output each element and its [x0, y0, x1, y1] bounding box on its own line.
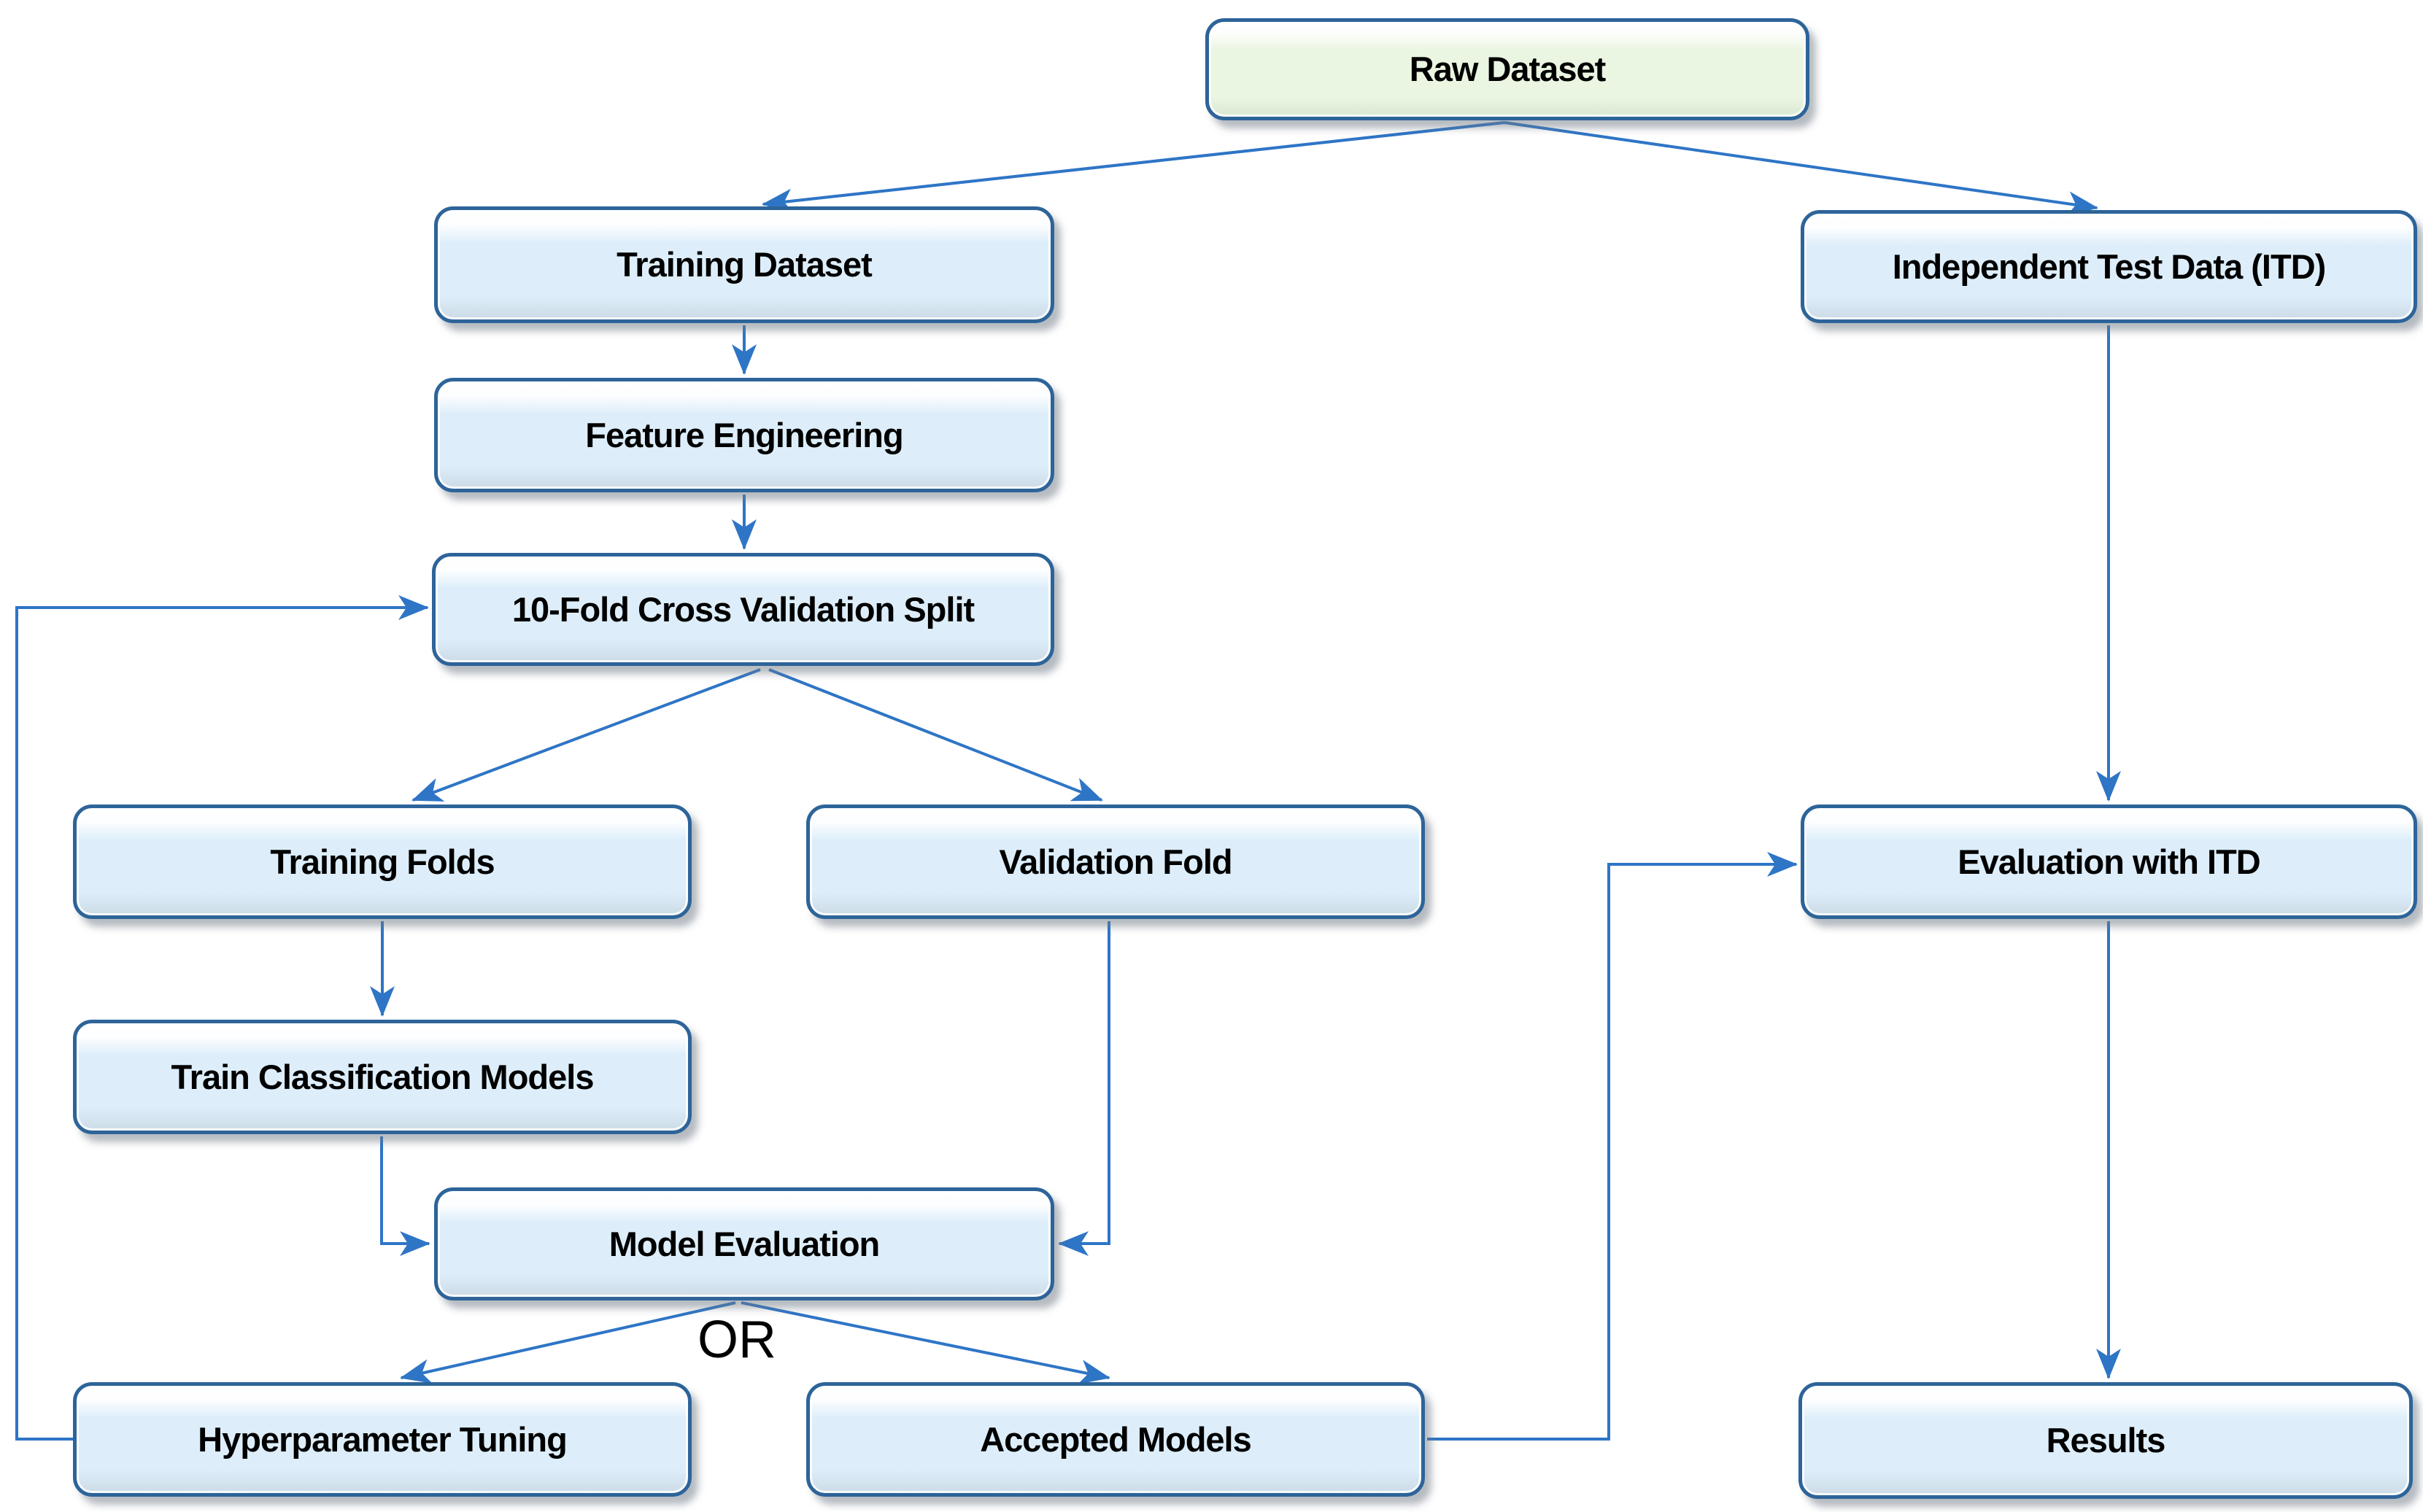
node-results: Results — [1798, 1382, 2413, 1499]
edge-cv-split-to-training-folds — [411, 668, 761, 802]
node-label: Validation Fold — [999, 842, 1232, 881]
edge-cv-split-to-validation-fold — [768, 668, 1103, 802]
node-raw-dataset: Raw Dataset — [1205, 18, 1809, 120]
edge-model-evaluation-to-hyperparameter-tuning — [400, 1301, 736, 1384]
node-training-dataset: Training Dataset — [434, 206, 1054, 323]
node-label: Raw Dataset — [1409, 50, 1606, 89]
node-label: Model Evaluation — [608, 1224, 880, 1263]
node-feature-engineering: Feature Engineering — [434, 378, 1054, 492]
edge-model-evaluation-to-accepted-models — [741, 1301, 1110, 1384]
edge-raw-dataset-to-independent-test-data — [1504, 121, 2098, 217]
node-label: Evaluation with ITD — [1958, 842, 2260, 881]
edge-raw-dataset-to-training-dataset — [762, 121, 1505, 214]
node-label: Accepted Models — [980, 1419, 1252, 1459]
node-label: Hyperparameter Tuning — [198, 1419, 568, 1459]
node-cv-split: 10-Fold Cross Validation Split — [432, 553, 1054, 666]
node-label: 10-Fold Cross Validation Split — [511, 589, 975, 629]
node-independent-test-data: Independent Test Data (ITD) — [1801, 210, 2417, 323]
edge-accepted-models-to-evaluation-with-itd — [1427, 852, 1798, 1441]
node-model-evaluation: Model Evaluation — [434, 1187, 1054, 1300]
node-training-folds: Training Folds — [73, 805, 692, 919]
node-label: Training Folds — [270, 842, 495, 881]
node-evaluation-with-itd: Evaluation with ITD — [1801, 805, 2417, 919]
or-branch-label: OR — [697, 1311, 776, 1369]
node-label: Results — [2046, 1421, 2166, 1460]
node-label: Train Classification Models — [171, 1057, 595, 1096]
node-label: Training Dataset — [617, 245, 873, 284]
node-validation-fold: Validation Fold — [806, 805, 1425, 919]
edge-validation-fold-to-model-evaluation — [1058, 921, 1110, 1256]
node-train-classification-models: Train Classification Models — [73, 1020, 692, 1134]
edge-hyperparameter-tuning-to-cv-split — [15, 595, 429, 1441]
node-label: Feature Engineering — [585, 415, 903, 454]
edge-train-classification-models-to-model-evaluation — [380, 1136, 430, 1256]
node-hyperparameter-tuning: Hyperparameter Tuning — [73, 1382, 692, 1497]
node-accepted-models: Accepted Models — [806, 1382, 1425, 1497]
node-label: Independent Test Data (ITD) — [1892, 247, 2327, 286]
